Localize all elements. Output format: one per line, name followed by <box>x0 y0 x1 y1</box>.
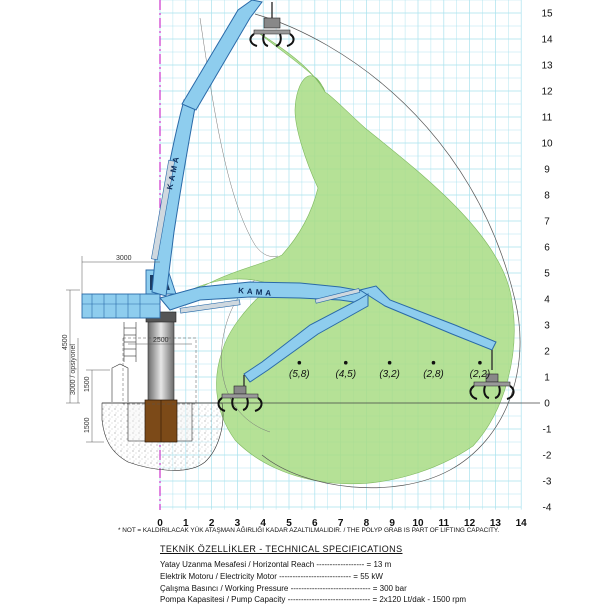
y-axis-label: 15 <box>541 9 553 20</box>
capacity-dot <box>387 360 392 365</box>
polyp-grab-right <box>469 373 515 400</box>
x-axis-label: 14 <box>516 518 528 529</box>
dim-3000-horizontal: 3000 <box>116 255 132 262</box>
pedestal-outline-dashed <box>122 337 197 405</box>
capacity-label: (5,8) <box>289 369 310 380</box>
spec-dashes: ------------------ <box>314 560 367 569</box>
x-axis-label: 3 <box>235 518 241 529</box>
outer-reach-arc <box>254 13 521 489</box>
lower-boom-assembly: KAMA <box>159 281 497 388</box>
x-axis-label: 4 <box>260 518 266 529</box>
capacity-note: * NOT = KALDIRILACAK YÜK ATAŞMAN AĞIRLIĞ… <box>118 527 500 534</box>
dimension-lines <box>66 256 192 443</box>
spec-value: = 13 m <box>366 560 392 569</box>
y-axis-label: 14 <box>541 35 553 46</box>
x-axis-label: 1 <box>183 518 189 529</box>
polyp-grab-left <box>217 385 263 412</box>
lower-main-cylinder <box>179 299 241 314</box>
lower-boom-brand: KAMA <box>238 286 275 298</box>
dim-3000-optional: 3000 / opsiyonel <box>70 344 77 395</box>
capacity-label: (4,5) <box>335 369 356 380</box>
y-axis-label: 2 <box>544 347 550 358</box>
lower-knuckle-boom-outer <box>358 285 497 351</box>
y-axis-label: 7 <box>544 217 550 228</box>
x-axis-label: 8 <box>364 518 370 529</box>
x-axis-label: 10 <box>412 518 424 529</box>
y-axis-label: 0 <box>544 399 550 410</box>
x-axis-label: 9 <box>389 518 395 529</box>
x-axis-label: 0 <box>157 518 163 529</box>
x-axis-label: 2 <box>209 518 215 529</box>
lower-knuckle-cylinder <box>314 288 361 304</box>
spec-label: Çalışma Basıncı / Working Pressure <box>160 584 289 593</box>
platform-railing <box>91 294 141 318</box>
dim-1500-upper: 1500 <box>84 376 91 392</box>
upper-main-boom <box>151 99 197 297</box>
x-axis-label: 7 <box>338 518 344 529</box>
y-axis-label: 3 <box>544 321 550 332</box>
y-axis-label: -4 <box>543 503 552 514</box>
upper-knuckle-boom <box>181 0 263 111</box>
capacity-label: (2,8) <box>423 369 444 380</box>
spec-row-motor: Elektrik Motoru / Electricity Motor ----… <box>160 572 383 581</box>
dim-1500-lower: 1500 <box>84 417 91 433</box>
x-axis-label: 13 <box>490 518 502 529</box>
capacity-dot <box>478 360 482 365</box>
upper-main-cylinder <box>151 159 175 261</box>
spec-title: TEKNİK ÖZELLİKLER - TECHNICAL SPECIFICAT… <box>160 544 403 554</box>
spec-row-reach: Yatay Uzanma Mesafesi / Horizontal Reach… <box>160 560 391 569</box>
x-axis-label: 11 <box>439 518 450 529</box>
y-axis-label: 11 <box>542 113 553 124</box>
polyp-grab-top <box>249 17 295 47</box>
y-axis-label: 10 <box>541 139 553 150</box>
capacity-label: (2,2) <box>470 369 491 380</box>
spec-value: = 300 bar <box>372 584 407 593</box>
capacity-dot <box>431 360 436 365</box>
spec-dashes: --------------------------- <box>276 572 354 581</box>
upper-boom-assembly: KAMA <box>151 0 273 297</box>
ladder-hoop <box>111 363 129 402</box>
x-axis-label: 5 <box>286 518 292 529</box>
working-envelope <box>174 29 515 485</box>
spec-label: Yatay Uzanma Mesafesi / Horizontal Reach <box>160 560 315 569</box>
inner-reach-arc <box>221 279 271 433</box>
lower-knuckle-boom-inner <box>243 293 369 383</box>
capacity-dot <box>343 360 348 365</box>
spec-label: Elektrik Motoru / Electricity Motor <box>160 572 277 581</box>
x-axis-label: 6 <box>312 518 318 529</box>
y-axis-label: 9 <box>544 165 550 176</box>
dim-2500: 2500 <box>153 337 169 344</box>
y-axis-label: -2 <box>543 451 552 462</box>
capacity-markers: (5,8) (4,5) (3,2) (2,8) (2,2) <box>289 360 491 380</box>
y-axis-label: 1 <box>544 373 550 384</box>
y-axis-label: -3 <box>543 477 552 488</box>
y-axis-label: 4 <box>544 295 550 306</box>
y-axis-label: 12 <box>541 87 553 98</box>
operator-platform <box>81 293 161 319</box>
y-axis-label: 13 <box>541 61 553 72</box>
dim-4500: 4500 <box>62 334 69 350</box>
capacity-label: (3,2) <box>379 369 400 380</box>
spec-row-pressure: Çalışma Basıncı / Working Pressure -----… <box>160 584 407 593</box>
spec-dashes: ------------------------------ <box>288 584 373 593</box>
y-axis-label: 6 <box>544 243 550 254</box>
y-axis-label: 5 <box>544 269 550 280</box>
pedestal-pipe <box>147 319 175 405</box>
capacity-dot <box>297 360 302 365</box>
x-axis-label: 12 <box>464 518 476 529</box>
spec-value: = 55 kW <box>353 572 383 581</box>
y-axis-label: -1 <box>543 425 552 436</box>
access-ladder <box>123 322 137 362</box>
y-axis-label: 8 <box>544 191 550 202</box>
